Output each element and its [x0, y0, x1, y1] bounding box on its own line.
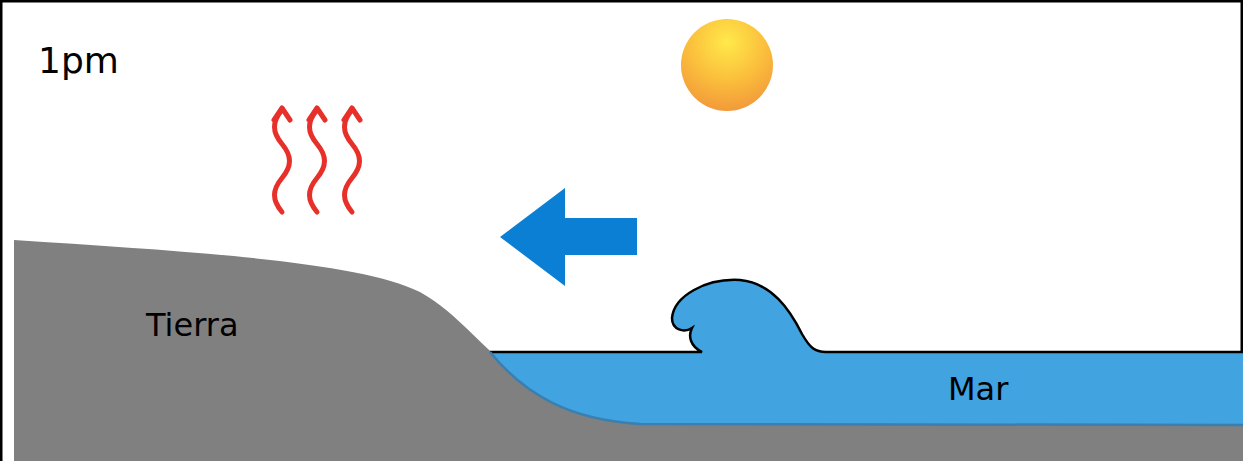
- wind-arrow: [500, 188, 637, 286]
- sea-shape-path: [490, 352, 1243, 425]
- heat-wave: [310, 110, 325, 212]
- node-label: Mar: [948, 370, 1008, 408]
- sun: [681, 19, 773, 111]
- node-label: Tierra: [146, 306, 239, 344]
- heat-wave-head: [309, 108, 325, 120]
- heat-waves: [274, 108, 360, 212]
- land-shape-outline: [14, 238, 1243, 461]
- heat-wave: [345, 110, 360, 212]
- sea-shape: Mar: [488, 274, 1243, 428]
- land-shape: Tierra: [14, 238, 1243, 461]
- sea-shape-path: [490, 280, 1243, 425]
- land-shape-path: [14, 240, 1243, 461]
- heat-wave-head: [274, 108, 290, 120]
- sea-shape-path: [490, 280, 1243, 352]
- time-label: 1pm: [38, 40, 119, 81]
- heat-wave-head: [344, 108, 360, 120]
- heat-wave: [275, 110, 290, 212]
- sea-shape-outline: [488, 274, 1243, 428]
